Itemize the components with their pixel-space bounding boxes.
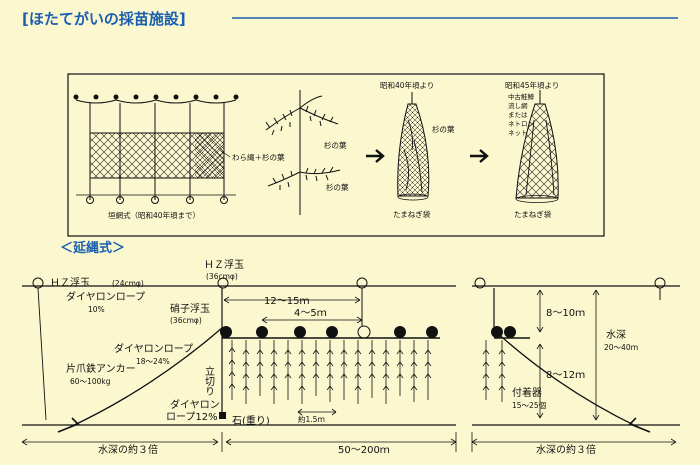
longline-heading: ＜延縄式＞ [60, 240, 125, 256]
page-title: [ほたてがいの採苗施設] [22, 10, 186, 28]
hz-float-main: ＨＺ浮玉 [204, 259, 244, 271]
bag1-label: たまねぎ袋 [393, 209, 431, 219]
anchor-weight: 60～100kg [70, 377, 111, 386]
hz-float-left-size: (24cmφ) [112, 279, 144, 288]
cedar-label-2: 杉の葉 [326, 182, 349, 192]
depth-ratio-left: 水深の約３倍 [98, 443, 158, 456]
right-collector: 付着器 [512, 386, 542, 399]
float-rope [37, 287, 47, 421]
cedar-sprig-illustration [265, 90, 341, 215]
anchor-icon [57, 417, 651, 433]
collector-pitch: 約1.5ｍ [298, 414, 325, 424]
cedar-label-1: 杉の葉 [324, 140, 347, 150]
onion-bag-1 [397, 92, 430, 201]
arrow-right-icon [470, 149, 489, 163]
anchor-label: 片爪鉄アンカー [66, 362, 136, 375]
fence-caption: 垣網式（昭和40年頃まで） [108, 210, 200, 220]
hollow-float [357, 325, 371, 339]
right-span-bottom: 8～12ｍ [546, 370, 585, 381]
bag1-period: 昭和40年頃より [380, 80, 434, 90]
span-main: 12～15ｍ [264, 296, 309, 307]
hz-float-left: ＨＺ浮玉 [50, 277, 90, 289]
straw-cedar-label: わら縄＋杉の葉 [232, 152, 285, 162]
right-depth-range: 20～40ｍ [604, 343, 638, 352]
vertical-rope-label: 立切り [203, 365, 215, 396]
bag2-net-line: 中古鮭鱒 [508, 92, 535, 101]
glass-float [220, 326, 516, 338]
right-span-top: 8～10ｍ [546, 308, 585, 319]
bag2-label: たまねぎ袋 [514, 209, 552, 219]
rope-dia-1: ダイヤロンロープ [66, 290, 145, 303]
right-depth: 水深 [606, 329, 626, 341]
top-panel-frame [67, 73, 605, 237]
right-collector-count: 15～25個 [512, 400, 546, 410]
fence-net [73, 94, 239, 204]
bag2-net-line: または [508, 111, 528, 119]
hz-float-main-size: (36cmφ) [206, 272, 238, 281]
bag2-period: 昭和45年頃より [505, 80, 559, 90]
total-length: 50～200ｍ [338, 445, 390, 456]
onion-bag-2 [515, 90, 559, 203]
bag2-net-line: ネトロン [508, 120, 534, 128]
rope-dia-3b: ロープ12% [166, 411, 218, 423]
span-inner: 4～5ｍ [294, 308, 327, 319]
anchor-rope [67, 327, 223, 429]
rope-dia-1-size: 10% [88, 305, 105, 314]
bag1-inner-label: 杉の葉 [432, 124, 455, 134]
bag2-net-line: 流し網 [508, 101, 528, 110]
spat-collectors [228, 340, 506, 404]
glass-float-label: 硝子浮玉 [170, 302, 210, 315]
rope-dia-3a: ダイヤロン [170, 398, 220, 411]
anchor-rope [493, 329, 641, 429]
rope-dia-2-size: 18～24% [136, 357, 170, 366]
arrow-right-icon [366, 149, 385, 163]
stone-label: 石(重り) [232, 414, 270, 427]
rope-dia-2: ダイヤロンロープ [114, 342, 193, 355]
stone-weight [219, 412, 226, 419]
glass-float-size: (36cmφ) [170, 316, 202, 325]
bag2-net-line: ネット [508, 129, 528, 137]
depth-ratio-right: 水深の約３倍 [536, 443, 596, 456]
dimension-lines [21, 289, 677, 452]
